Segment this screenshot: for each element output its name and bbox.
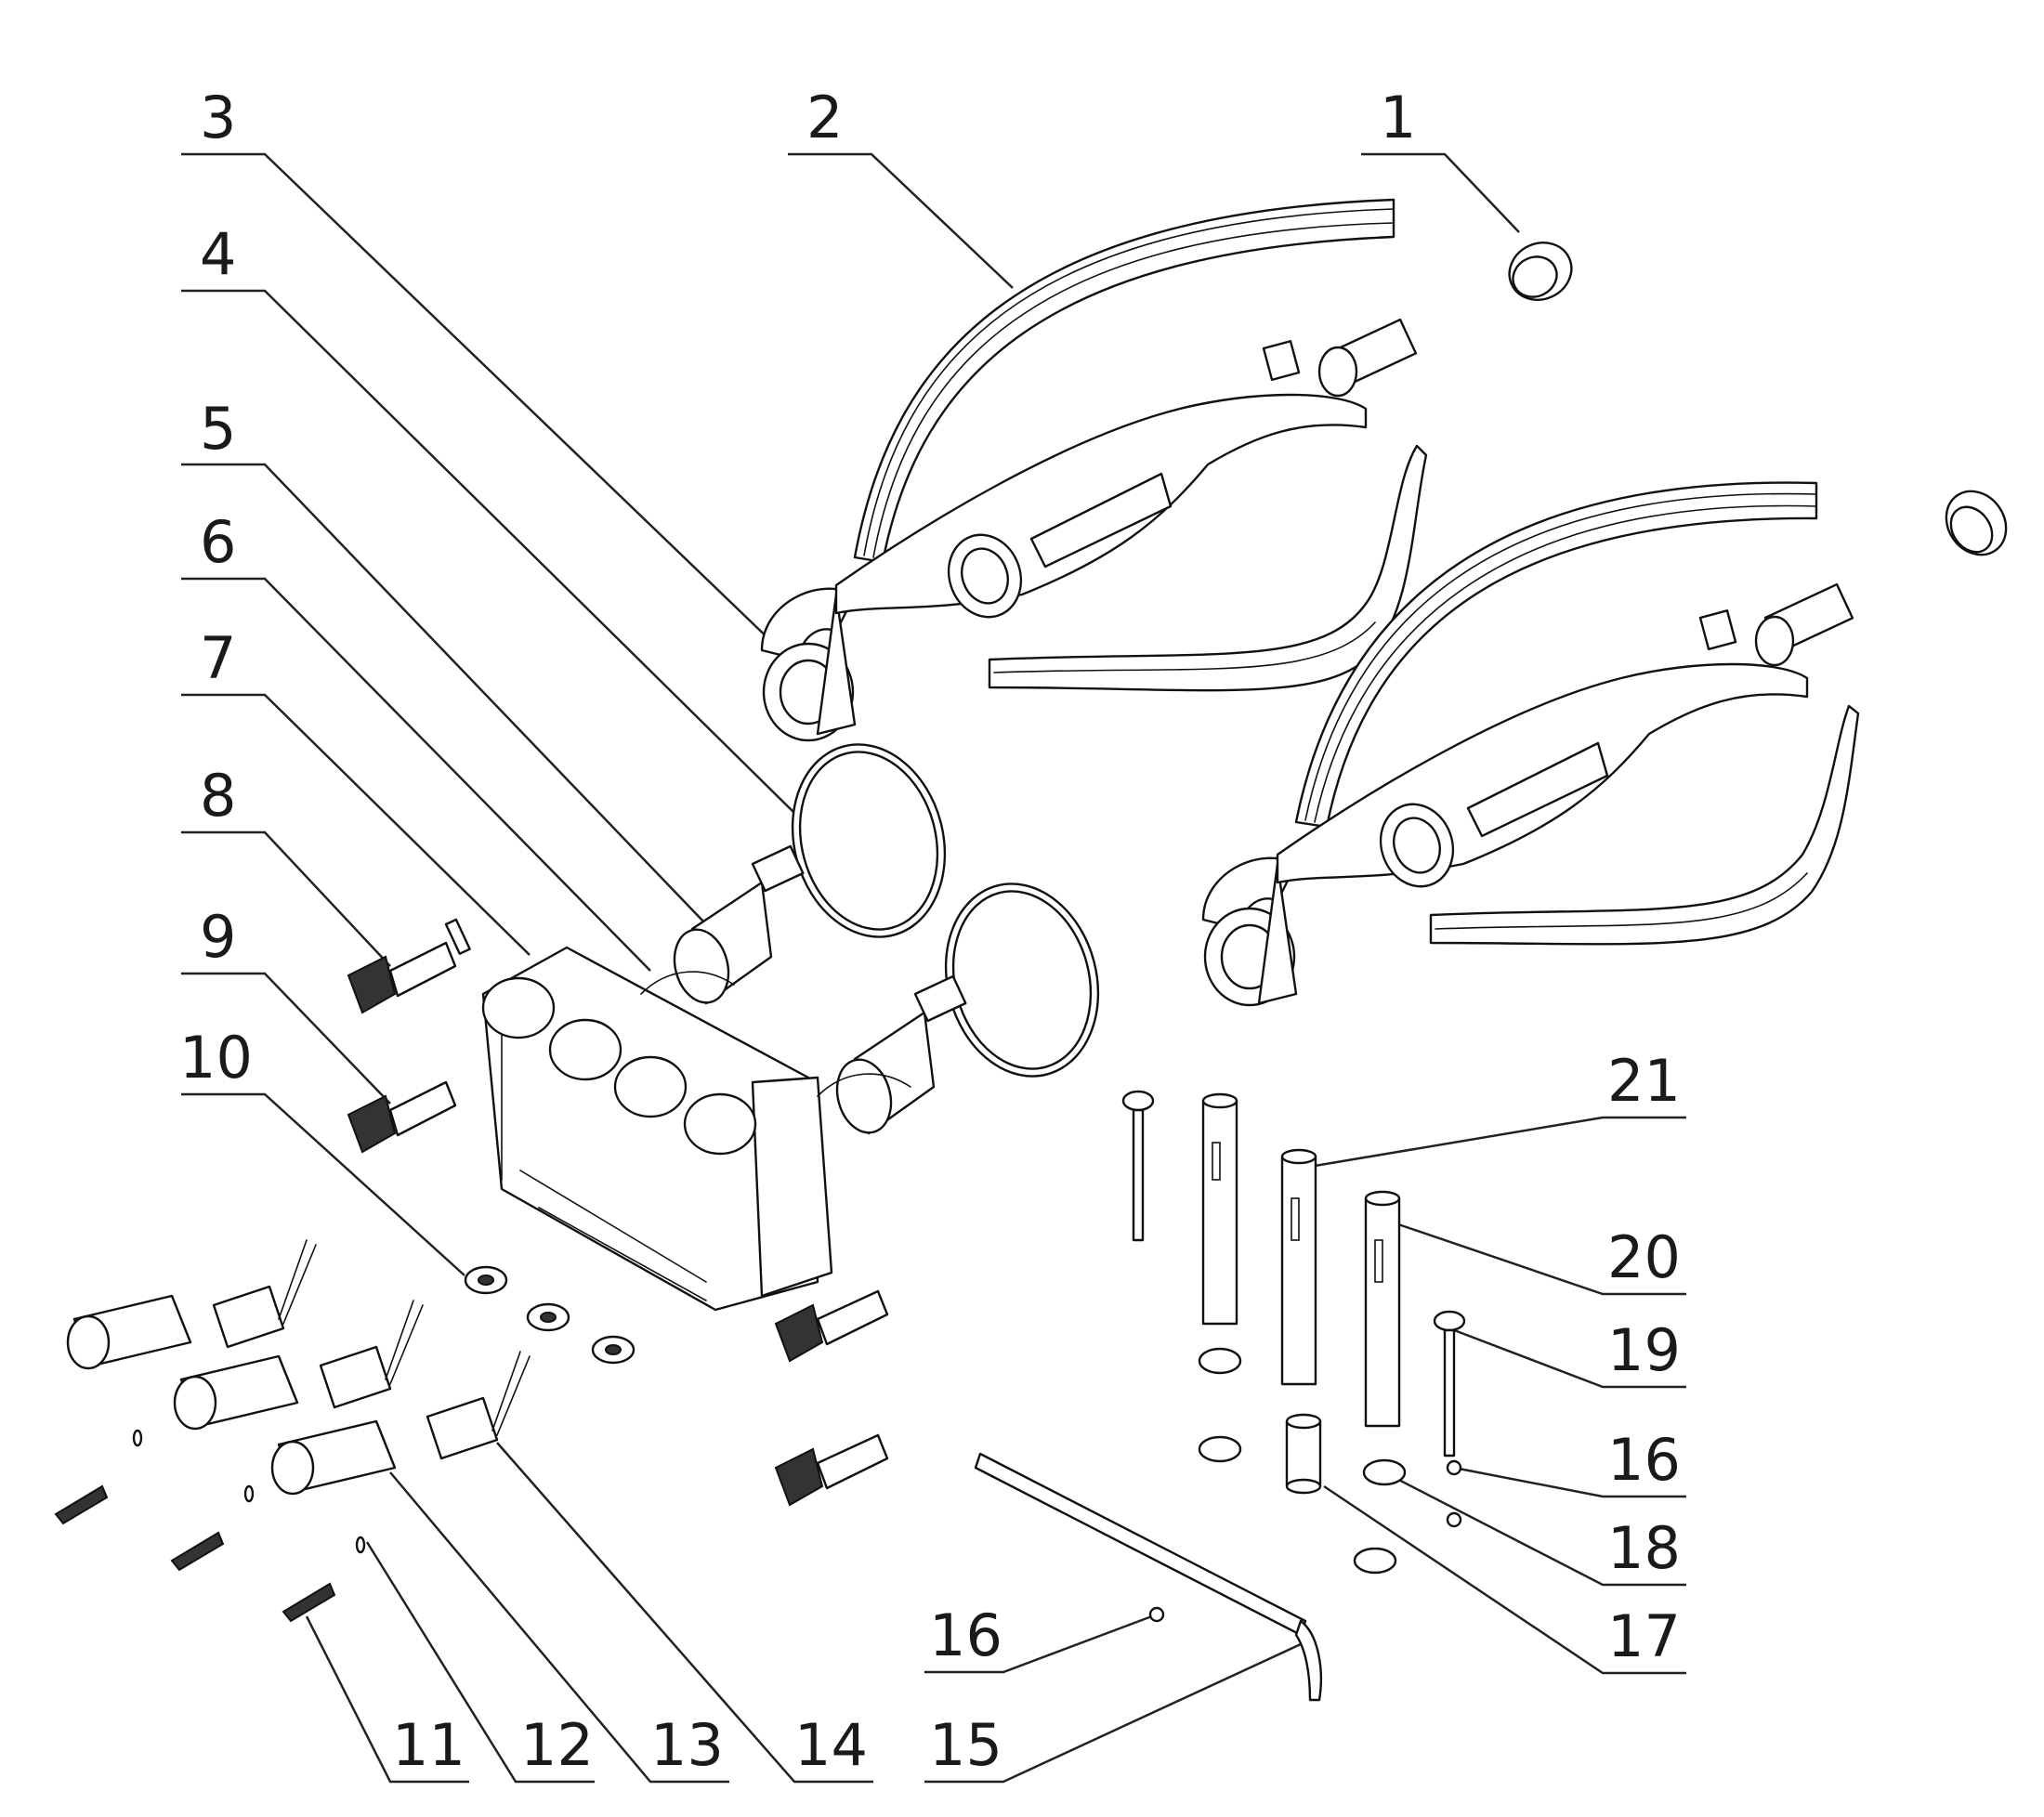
callout-label-20: 20	[1607, 1223, 1681, 1291]
part-oring-c	[1198, 1347, 1242, 1375]
part-13-handle-a	[66, 1294, 192, 1370]
part-10-nut-b	[526, 1302, 570, 1332]
callout-12: 12	[365, 1541, 595, 1784]
callout-7: 7	[181, 624, 531, 956]
part-19-bolt	[1433, 1310, 1466, 1458]
callout-4: 4	[181, 220, 800, 818]
part-8-bolt-right-a	[774, 1289, 889, 1363]
callout-label-5: 5	[200, 395, 236, 463]
callout-label-17: 17	[1607, 1602, 1681, 1670]
callout-20: 20	[1397, 1222, 1686, 1296]
callout-label-8: 8	[200, 762, 236, 830]
part-14-clamp-c	[426, 1351, 531, 1460]
part-1-collar-lower	[1945, 490, 2008, 556]
callout-10: 10	[179, 1024, 465, 1276]
callout-2: 2	[788, 84, 1014, 289]
callout-21: 21	[1314, 1047, 1686, 1168]
part-2-strap-lower	[1294, 481, 1818, 829]
part-13-handle-b	[173, 1354, 299, 1431]
callout-14: 14	[496, 1442, 873, 1784]
callout-label-15: 15	[929, 1711, 1002, 1779]
callout-11: 11	[305, 1615, 469, 1784]
part-4-ring-upper	[791, 743, 947, 938]
part-11-screw-c	[282, 1582, 336, 1623]
callout-9: 9	[181, 903, 391, 1105]
part-13-handle-c	[270, 1419, 397, 1496]
part-5-sleeve-upper	[673, 844, 805, 1005]
callout-label-9: 9	[200, 903, 236, 971]
part-21-shaft-main	[1280, 1148, 1317, 1386]
callout-label-12: 12	[520, 1711, 594, 1779]
callout-label-3: 3	[200, 84, 236, 151]
part-10-nut-c	[591, 1335, 635, 1365]
part-15-rod	[974, 1452, 1322, 1702]
callout-1: 1	[1361, 84, 1520, 233]
part-18-oring-a	[1362, 1458, 1407, 1486]
callout-label-10: 10	[179, 1024, 253, 1092]
part-10-nut-a	[464, 1265, 508, 1295]
part-9-bolt	[347, 1080, 457, 1154]
callout-label-7: 7	[200, 624, 236, 692]
callout-5: 5	[181, 395, 707, 925]
callout-label-21: 21	[1607, 1047, 1681, 1115]
callout-18: 18	[1383, 1471, 1686, 1587]
part-18-oring-b	[1353, 1547, 1397, 1575]
callout-16-left: 16	[924, 1601, 1158, 1674]
part-12-pin-c	[355, 1536, 366, 1554]
callout-16-right: 16	[1453, 1426, 1686, 1498]
callout-label-13: 13	[650, 1711, 724, 1779]
part-16-washer-right	[1446, 1459, 1462, 1476]
part-oring-d	[1198, 1435, 1242, 1463]
callout-label-14: 14	[794, 1711, 868, 1779]
callout-label-2: 2	[806, 84, 843, 151]
part-3-frame-upper	[760, 318, 1418, 742]
callout-3: 3	[181, 84, 777, 647]
callout-15: 15	[924, 1642, 1302, 1784]
callout-label-16-left: 16	[929, 1601, 1002, 1669]
callout-label-6: 6	[200, 508, 236, 576]
callout-label-19: 19	[1607, 1316, 1681, 1384]
part-19-bolt-left	[1121, 1090, 1155, 1242]
part-16-washer-small	[1446, 1511, 1462, 1528]
callout-13: 13	[389, 1471, 729, 1784]
callout-8: 8	[181, 762, 391, 967]
part-2-strap-upper-lower	[988, 444, 1428, 692]
part-16-washer-left	[1148, 1606, 1165, 1623]
callout-label-16-right: 16	[1607, 1426, 1681, 1494]
part-frame-lower	[1201, 582, 1854, 1007]
part-7-body-block	[481, 946, 833, 1312]
part-14-clamp-a	[212, 1239, 317, 1349]
callout-label-1: 1	[1380, 84, 1416, 151]
part-14-clamp-b	[319, 1300, 424, 1409]
part-12-pin-b	[243, 1484, 255, 1503]
part-17-spacer	[1285, 1413, 1322, 1495]
part-2-strap-lower-lower	[1429, 704, 1860, 946]
part-21-shaft	[1201, 1092, 1238, 1326]
callout-17: 17	[1323, 1484, 1686, 1675]
part-5-sleeve-lower	[835, 974, 967, 1135]
part-6-cable-loops	[640, 971, 911, 1097]
callout-19: 19	[1448, 1316, 1686, 1389]
part-8-bolt-right-b	[774, 1433, 889, 1507]
part-2-strap-upper	[853, 198, 1395, 564]
part-8-bolt	[347, 918, 471, 1014]
part-1-collar-upper	[1508, 242, 1573, 301]
callout-6: 6	[181, 508, 651, 972]
part-11-screw-a	[54, 1484, 109, 1525]
part-11-screw-b	[170, 1531, 225, 1572]
callout-label-11: 11	[392, 1711, 465, 1779]
part-4-ring-lower	[944, 882, 1100, 1078]
part-20-shaft	[1364, 1190, 1401, 1428]
callout-label-4: 4	[200, 220, 236, 288]
part-12-pin-a	[132, 1429, 143, 1447]
callout-label-18: 18	[1607, 1514, 1681, 1582]
